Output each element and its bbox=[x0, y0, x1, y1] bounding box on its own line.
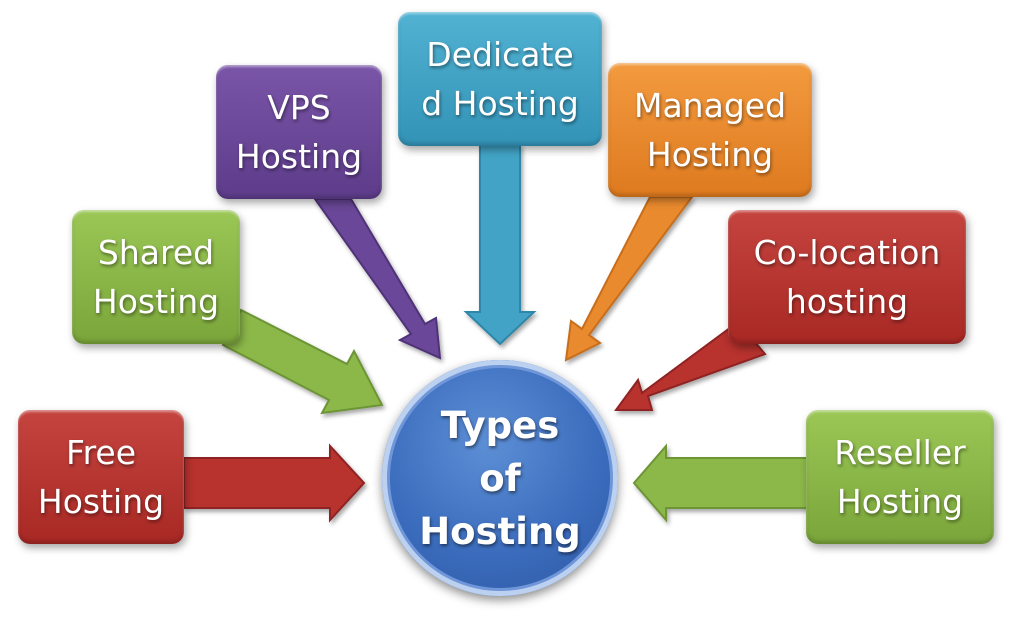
node-managed-line-2: Hosting bbox=[646, 135, 774, 174]
arrow-colocation bbox=[614, 320, 767, 411]
node-shared-line-2: Hosting bbox=[92, 282, 220, 321]
center-line-2: of bbox=[479, 456, 521, 500]
node-managed-line-1: Managed bbox=[633, 86, 787, 125]
node-shared-line-1: Shared bbox=[97, 233, 215, 272]
node-colocation-hosting: Co-location hosting bbox=[728, 210, 966, 344]
node-reseller-line-2: Hosting bbox=[836, 482, 964, 521]
arrow-managed bbox=[564, 196, 694, 362]
node-dedicated-line-1: Dedicate bbox=[426, 35, 574, 74]
node-free-hosting: Free Hosting bbox=[18, 410, 184, 544]
node-vps-line-2: Hosting bbox=[235, 137, 363, 176]
node-free-line-2: Hosting bbox=[37, 482, 165, 521]
arrow-reseller bbox=[632, 443, 809, 523]
node-dedicated-hosting: Dedicate d Hosting bbox=[398, 12, 602, 146]
arrow-free bbox=[183, 443, 366, 523]
node-colocation-line-1: Co-location bbox=[753, 233, 941, 272]
node-managed-hosting: Managed Hosting bbox=[608, 63, 812, 197]
node-reseller-hosting: Reseller Hosting bbox=[806, 410, 994, 544]
center-line-3: Hosting bbox=[419, 509, 581, 553]
node-vps-line-1: VPS bbox=[267, 88, 331, 127]
arrow-shared bbox=[221, 308, 384, 415]
node-reseller-line-1: Reseller bbox=[834, 433, 966, 472]
arrow-dedicated bbox=[463, 144, 537, 346]
node-vps-hosting: VPS Hosting bbox=[216, 65, 382, 199]
center-line-1: Types bbox=[440, 403, 560, 447]
node-free-line-1: Free bbox=[65, 433, 137, 472]
node-shared-hosting: Shared Hosting bbox=[72, 210, 240, 344]
center-node-types-of-hosting: Types of Hosting bbox=[382, 360, 618, 596]
arrow-vps bbox=[313, 198, 442, 360]
node-colocation-line-2: hosting bbox=[785, 282, 909, 321]
node-dedicated-line-2: d Hosting bbox=[421, 84, 579, 123]
